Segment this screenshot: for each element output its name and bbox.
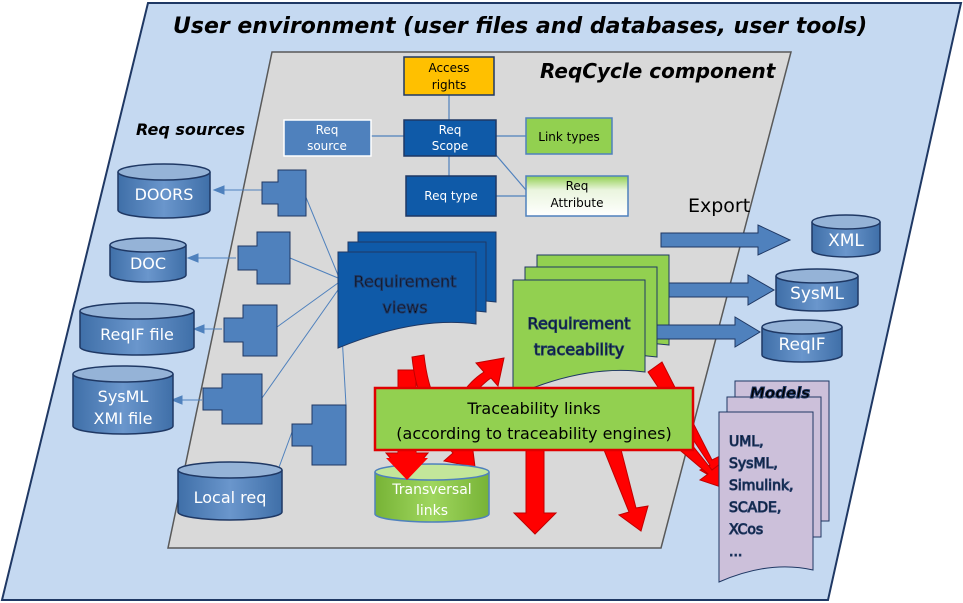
doors-database: DOORS bbox=[117, 163, 211, 219]
model-item: ... bbox=[729, 544, 742, 560]
requirement-views-label-1: Requirement bbox=[354, 272, 457, 291]
access-rights-label-1: Access bbox=[428, 61, 469, 75]
transversal-links-label-2: links bbox=[416, 503, 448, 519]
export-title: Export bbox=[688, 195, 750, 217]
requirement-views-stack: Requirement views bbox=[337, 231, 497, 349]
models-title: Models bbox=[750, 384, 810, 402]
traceability-links-label-1: Traceability links bbox=[466, 399, 600, 418]
models-stack: Models UML, SysML, Simulink, SCADE, XCos… bbox=[718, 380, 830, 583]
sysml-xmi-label-1: SysML bbox=[98, 387, 149, 406]
model-item: XCos bbox=[729, 522, 763, 538]
reqif-file-label: ReqIF file bbox=[100, 325, 174, 344]
sysml-label: SysML bbox=[790, 284, 844, 304]
source-adapters bbox=[202, 169, 347, 466]
source-connectors bbox=[170, 185, 293, 471]
arrow-to-transversal-2 bbox=[386, 452, 428, 480]
doc-adapter-icon bbox=[237, 231, 291, 285]
req-scope-box: Req Scope bbox=[403, 119, 497, 157]
doc-label: DOC bbox=[130, 254, 166, 273]
sysml-export-database: SysML bbox=[775, 268, 859, 312]
reqif-label: ReqIF bbox=[778, 335, 825, 355]
req-attribute-label-2: Attribute bbox=[551, 196, 604, 210]
access-rights-box: Access rights bbox=[403, 56, 495, 96]
sysml-xmi-database: SysML XMI file bbox=[72, 365, 174, 435]
doors-label: DOORS bbox=[135, 185, 194, 204]
requirement-traceability-stack: Requirement traceability bbox=[512, 254, 670, 397]
reqcycle-component-title: ReqCycle component bbox=[540, 59, 777, 83]
requirement-traceability-label-2: traceability bbox=[534, 340, 624, 359]
traceability-links-label-2: (according to traceability engines) bbox=[396, 424, 671, 443]
local-req-label: Local req bbox=[194, 488, 267, 507]
arrow-down-center bbox=[512, 444, 558, 535]
local-req-database: Local req bbox=[177, 461, 283, 521]
requirement-views-label-2: views bbox=[382, 298, 427, 317]
link-types-box: Link types bbox=[525, 117, 613, 155]
reqif-file-database: ReqIF file bbox=[79, 302, 195, 356]
req-source-label-1: Req bbox=[316, 123, 339, 137]
req-attribute-label-1: Req bbox=[566, 179, 589, 193]
xml-label: XML bbox=[828, 231, 864, 251]
traceability-links-box: Traceability links (according to traceab… bbox=[373, 386, 695, 452]
export-reqif-arrow bbox=[656, 316, 761, 348]
model-item: SCADE, bbox=[729, 500, 781, 516]
xml-export-database: XML bbox=[811, 214, 881, 258]
doors-adapter-icon bbox=[261, 169, 307, 217]
req-source-box: Req source bbox=[283, 119, 372, 157]
requirement-traceability-label-1: Requirement bbox=[528, 314, 631, 333]
link-types-label: Link types bbox=[538, 130, 599, 144]
transversal-links-database: Transversal links bbox=[374, 463, 490, 523]
reqif-export-database: ReqIF bbox=[761, 319, 843, 363]
req-type-box: Req type bbox=[405, 175, 497, 217]
export-sysml-arrow bbox=[668, 274, 776, 306]
model-item: UML, bbox=[729, 434, 764, 450]
user-environment-title: User environment (user files and databas… bbox=[173, 14, 867, 39]
local-req-adapter-icon bbox=[291, 404, 347, 466]
reqif-adapter-icon bbox=[223, 304, 278, 357]
req-scope-label-1: Req bbox=[439, 123, 462, 137]
access-rights-label-2: rights bbox=[432, 78, 466, 92]
sysml-xmi-label-2: XMI file bbox=[94, 409, 153, 428]
req-source-label-2: source bbox=[307, 139, 347, 153]
models-list: UML, SysML, Simulink, SCADE, XCos ... bbox=[729, 434, 795, 561]
export-xml-arrow bbox=[660, 224, 792, 256]
model-item: SysML, bbox=[729, 456, 778, 472]
doc-database: DOC bbox=[109, 237, 187, 283]
req-attribute-box: Req Attribute bbox=[525, 175, 629, 217]
transversal-links-label-1: Transversal bbox=[391, 482, 471, 498]
model-item: Simulink, bbox=[729, 478, 794, 494]
sysml-xmi-adapter-icon bbox=[202, 373, 263, 425]
req-type-label: Req type bbox=[424, 189, 477, 203]
export-arrows bbox=[656, 224, 792, 348]
req-sources-title: Req sources bbox=[136, 120, 245, 139]
req-scope-label-2: Scope bbox=[432, 139, 469, 153]
config-connectors bbox=[371, 95, 527, 197]
